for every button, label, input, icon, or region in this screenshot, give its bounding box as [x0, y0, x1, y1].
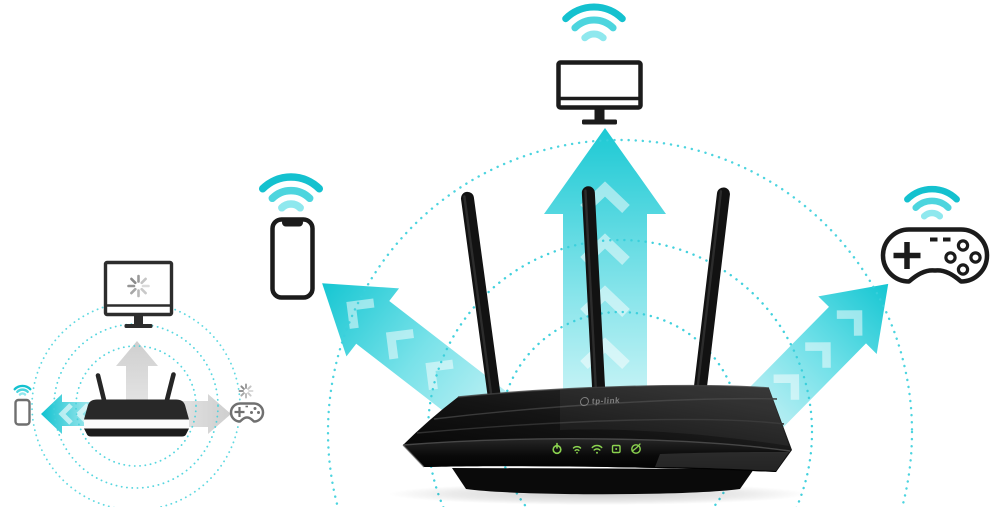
wifi-5g-led-icon [591, 444, 603, 454]
smartphone-icon [270, 217, 315, 300]
gamepad-dpad [893, 242, 921, 269]
wifi-signal-icon [258, 173, 324, 212]
comparison-scene [13, 260, 265, 507]
tv-monitor [556, 3, 643, 125]
wifi-signal-icon [13, 384, 32, 396]
router-front-face [403, 438, 790, 472]
router-antennas [460, 186, 730, 405]
internet-led-icon [631, 443, 641, 454]
router-antenna-middle [581, 186, 606, 399]
router-led-row [552, 442, 641, 455]
smartphone [258, 173, 324, 300]
phone-notch [282, 219, 303, 227]
gamepad-action-buttons [944, 239, 982, 276]
chevron-icons [346, 298, 454, 391]
smartphone-icon [14, 398, 31, 426]
router-antenna-left [460, 191, 501, 405]
chevron-icon [58, 403, 73, 425]
comparison-beam-up-arrow [116, 341, 158, 418]
comparison-router-antenna-right [164, 372, 176, 403]
comparison-router-body [84, 399, 189, 420]
main-scene [258, 3, 990, 507]
comparison-router-led-strip [84, 419, 189, 429]
loading-spinner-icon [127, 274, 150, 298]
wifi-2_4g-led-icon [572, 445, 582, 454]
wifi-signal-icon [562, 3, 626, 42]
comparison-router-base [84, 428, 189, 437]
chevron-icons [773, 310, 863, 400]
comparison-tv-monitor [103, 260, 174, 328]
wifi-signal-icon [904, 185, 960, 220]
game-controller [880, 185, 990, 284]
loading-spinner-icon [238, 383, 254, 399]
router [388, 384, 808, 505]
comparison-game-controller [229, 383, 265, 423]
comparison-router-antenna-left [95, 373, 107, 403]
comparison-smartphone [13, 384, 32, 426]
comparison-router [84, 372, 189, 437]
router-antenna-right [693, 187, 730, 402]
router-base [452, 468, 754, 495]
monitor-icon [556, 60, 643, 110]
power-led-icon [552, 442, 562, 455]
lan-led-icon [611, 444, 621, 454]
